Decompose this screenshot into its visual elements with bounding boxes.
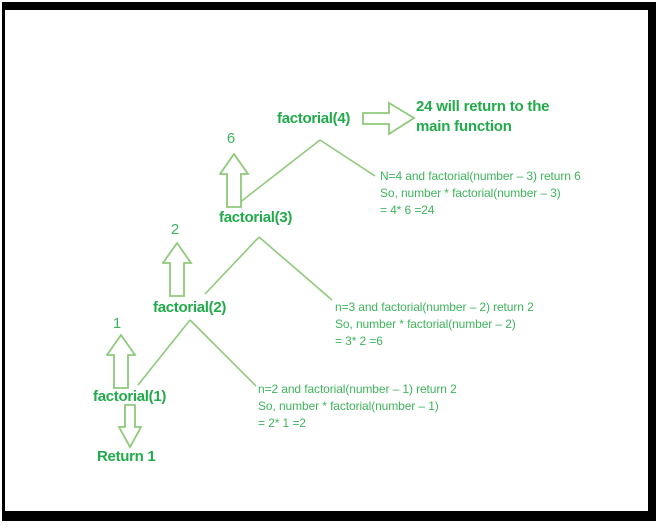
returned-value-6: 6: [226, 130, 236, 147]
returned-value-1: 1: [112, 315, 122, 332]
return-down-arrow-icon: [117, 404, 143, 449]
annotation-line-1: 24 will return to the: [416, 98, 550, 115]
explanation-line: = 2* 1 =2: [258, 416, 306, 430]
node-factorial-2: factorial(2): [153, 299, 227, 316]
explanation-line: So, number * factorial(number – 3): [380, 186, 561, 200]
main-function-annotation: 24 will return to the main function: [416, 97, 550, 136]
node-factorial-1: factorial(1): [93, 388, 167, 405]
explanation-line: N=4 and factorial(number – 3) return 6: [380, 169, 581, 183]
explanation-line: = 3* 2 =6: [335, 334, 383, 348]
explanation-line: n=3 and factorial(number – 2) return 2: [335, 300, 534, 314]
explanation-line: So, number * factorial(number – 1): [258, 399, 439, 413]
base-case-return-label: Return 1: [97, 448, 156, 465]
annotation-line-2: main function: [416, 117, 512, 135]
explanation-n4: N=4 and factorial(number – 3) return 6 S…: [380, 168, 581, 219]
explanation-line: n=2 and factorial(number – 1) return 2: [258, 382, 457, 396]
explanation-line: So, number * factorial(number – 2): [335, 317, 516, 331]
explanation-n3: n=3 and factorial(number – 2) return 2 S…: [335, 299, 534, 350]
black-frame-border: [2, 2, 656, 521]
return-up-arrow-icon: [219, 153, 250, 208]
node-factorial-4: factorial(4): [277, 110, 351, 127]
explanation-n2: n=2 and factorial(number – 1) return 2 S…: [258, 381, 457, 432]
returned-value-2: 2: [170, 221, 180, 238]
explanation-line: = 4* 6 =24: [380, 203, 435, 217]
return-up-arrow-icon: [162, 242, 193, 297]
return-right-arrow-icon: [362, 101, 416, 136]
return-up-arrow-icon: [106, 334, 137, 389]
node-factorial-3: factorial(3): [219, 209, 293, 226]
